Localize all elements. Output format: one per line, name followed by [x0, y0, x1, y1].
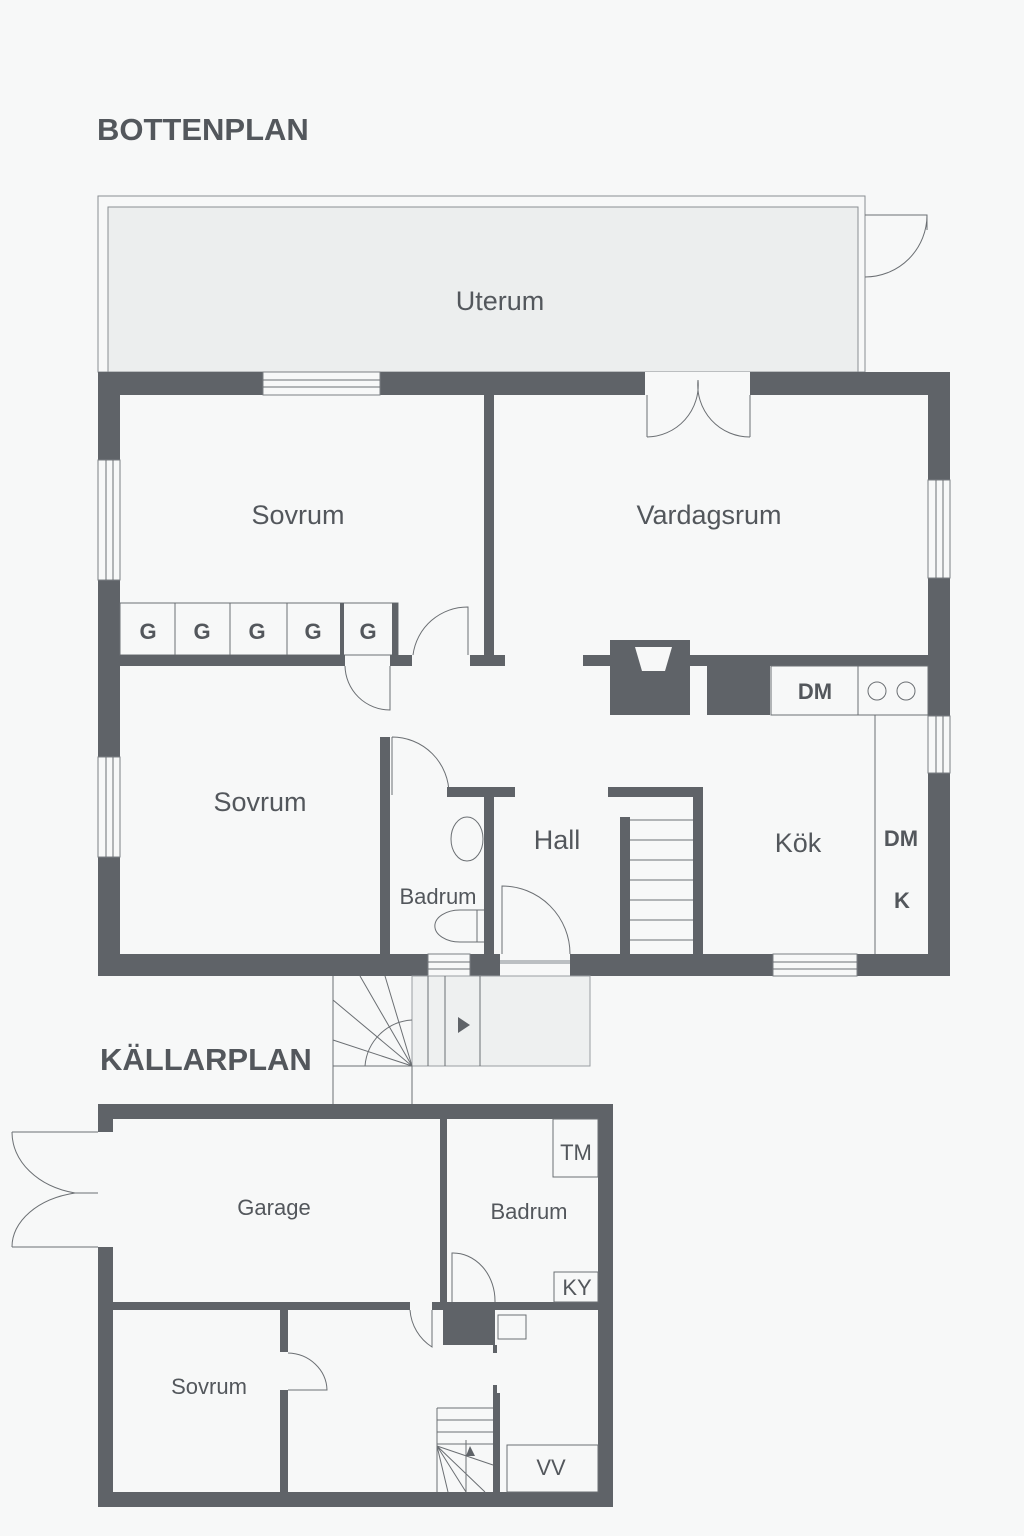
- dryer-label: TM: [560, 1140, 592, 1165]
- heading-ground-floor: BOTTENPLAN: [97, 112, 309, 147]
- bedroom-1-door[interactable]: [412, 606, 469, 656]
- room-label-kitchen: Kök: [775, 828, 822, 858]
- sink-icon: [450, 816, 484, 862]
- arrow-up-icon: [466, 1446, 475, 1456]
- wardrobe-label: G: [248, 619, 265, 644]
- room-label-hall: Hall: [534, 825, 581, 855]
- window: [97, 459, 121, 581]
- room-label-sunroom: Uterum: [456, 286, 545, 316]
- ground-floor-walls: [97, 371, 951, 977]
- window: [772, 953, 858, 977]
- room-label-bathroom: Badrum: [399, 884, 476, 909]
- room-label-basement-bedroom: Sovrum: [171, 1374, 247, 1399]
- stove-burner-icon: [867, 681, 887, 701]
- sunroom: [97, 195, 928, 373]
- window: [927, 479, 951, 579]
- window: [427, 953, 471, 977]
- entrance-door[interactable]: [501, 885, 571, 955]
- entrance-steps: [332, 975, 591, 1104]
- arrow-icon: [458, 1017, 470, 1033]
- bedroom-door[interactable]: [287, 1352, 328, 1391]
- basement-walls: [11, 1104, 613, 1507]
- window: [927, 715, 951, 774]
- fridge-label: K: [894, 888, 910, 913]
- basement-bathroom-door[interactable]: [451, 1252, 496, 1303]
- heading-basement: KÄLLARPLAN: [100, 1042, 312, 1077]
- wardrobe-label: G: [139, 619, 156, 644]
- wardrobe-label: G: [193, 619, 210, 644]
- dishwasher-label: DM: [884, 826, 918, 851]
- garage-door[interactable]: [409, 1309, 433, 1348]
- toilet-icon: [434, 909, 484, 943]
- staircase: [630, 819, 693, 941]
- room-label-living-room: Vardagsrum: [636, 500, 781, 530]
- stove-burner-icon: [896, 681, 916, 701]
- window: [262, 371, 381, 396]
- garage-double-door[interactable]: [11, 1131, 98, 1248]
- freezer-label: KY: [562, 1275, 592, 1300]
- room-label-basement-bathroom: Badrum: [490, 1199, 567, 1224]
- wardrobe-label: G: [304, 619, 321, 644]
- bathroom-door[interactable]: [391, 736, 450, 795]
- room-label-garage: Garage: [237, 1195, 310, 1220]
- room-label-bedroom-1: Sovrum: [251, 500, 344, 530]
- dishwasher-label: DM: [798, 679, 832, 704]
- bedroom-2-door[interactable]: [344, 665, 391, 711]
- room-label-bedroom-2: Sovrum: [213, 787, 306, 817]
- ground-floor-interior: [119, 395, 929, 976]
- double-door[interactable]: [646, 379, 751, 438]
- basement-staircase: [436, 1407, 494, 1493]
- stove: [857, 665, 929, 716]
- wardrobe-label: G: [359, 619, 376, 644]
- water-heater-label: VV: [536, 1455, 566, 1480]
- window: [97, 756, 121, 858]
